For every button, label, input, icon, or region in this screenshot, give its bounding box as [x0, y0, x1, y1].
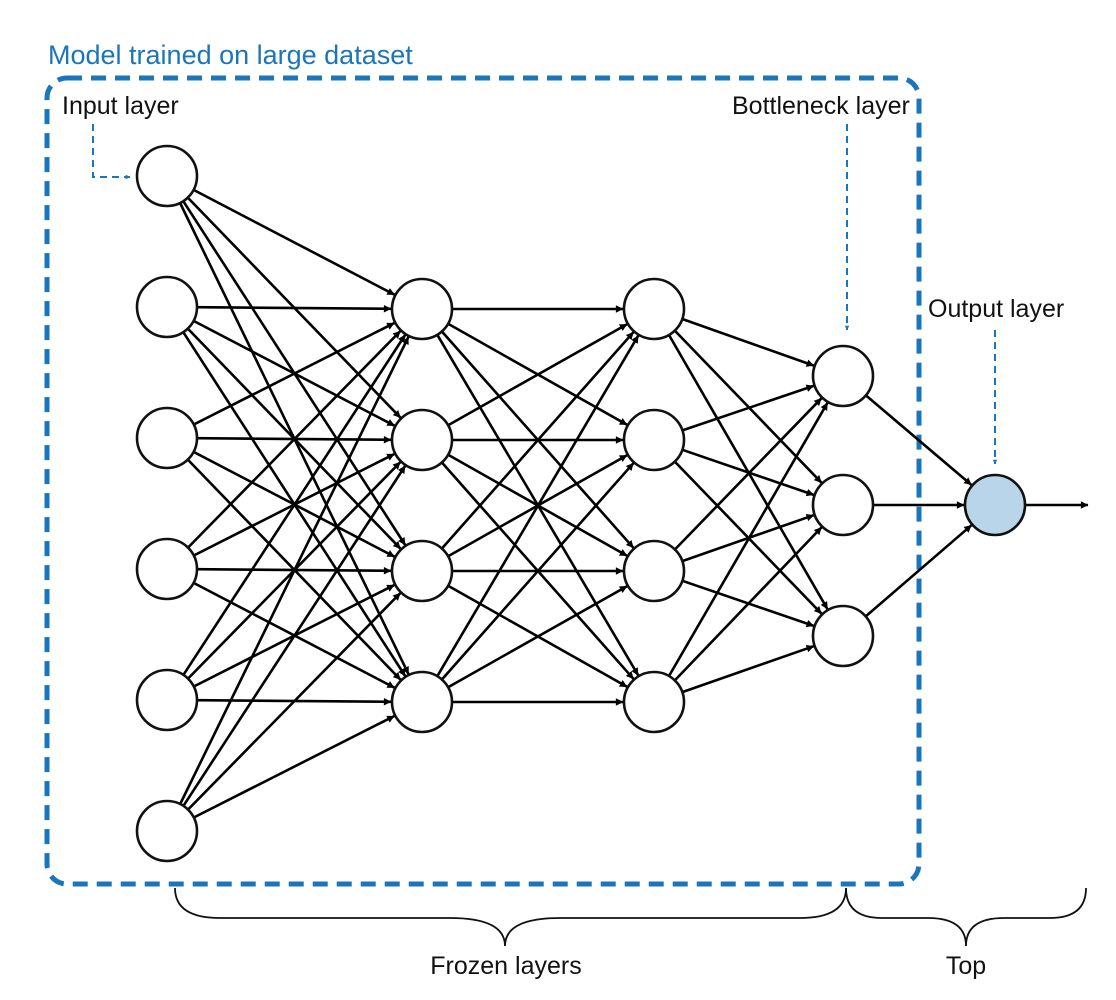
- connection-input-to-hidden-1: [179, 336, 410, 805]
- output-node: [963, 473, 1027, 537]
- input-node: [135, 144, 199, 208]
- input-node: [135, 799, 199, 863]
- frozen-layers-label: Frozen layers: [430, 952, 581, 980]
- connection-input-to-hidden-1: [193, 714, 395, 819]
- network-nodes: [135, 144, 1027, 863]
- frozen-layers-brace: [174, 887, 847, 947]
- connection-hidden-2-to-bottleneck: [673, 397, 823, 551]
- connection-hidden-2-to-bottleneck: [673, 526, 823, 682]
- connection-hidden-2-to-bottleneck: [673, 329, 823, 484]
- connection-input-to-hidden-1: [182, 465, 407, 807]
- connection-input-to-hidden-1: [193, 321, 395, 426]
- network-connections: [178, 188, 1089, 819]
- top-brace: [845, 887, 1087, 947]
- input-node: [135, 537, 199, 601]
- connection-input-to-hidden-1: [196, 304, 392, 313]
- bottleneck-node: [811, 604, 875, 668]
- bottleneck-layer-label: Bottleneck layer: [732, 92, 910, 120]
- input-layer-pointer: [92, 124, 131, 180]
- hidden-1-node: [390, 670, 454, 734]
- connection-hidden-1-to-hidden-2: [436, 335, 640, 677]
- hidden-2-node: [622, 670, 686, 734]
- connection-hidden-1-to-hidden-2: [440, 462, 635, 681]
- connection-hidden-2-to-bottleneck: [681, 384, 815, 432]
- bottleneck-node: [811, 473, 875, 537]
- connection-input-to-hidden-1: [187, 330, 402, 549]
- hidden-1-node: [390, 408, 454, 472]
- connection-bottleneck-to-output: [864, 524, 973, 618]
- hidden-1-node: [390, 539, 454, 603]
- connection-input-to-hidden-1: [187, 592, 402, 811]
- hidden-2-node: [622, 539, 686, 603]
- input-node: [135, 275, 199, 339]
- hidden-1-node: [390, 277, 454, 341]
- connection-hidden-2-to-bottleneck: [681, 317, 815, 367]
- hidden-2-node: [622, 408, 686, 472]
- output-layer-label: Output layer: [928, 295, 1064, 323]
- connection-hidden-1-to-hidden-2: [440, 331, 635, 550]
- hidden-2-node: [622, 277, 686, 341]
- diagram-title: Model trained on large dataset: [48, 40, 413, 70]
- connection-input-to-hidden-1: [182, 334, 407, 676]
- input-node: [135, 668, 199, 732]
- input-layer-label: Input layer: [62, 92, 179, 120]
- pretrained-model-box: [44, 75, 922, 887]
- input-node: [135, 406, 199, 470]
- connection-hidden-1-to-hidden-2: [447, 585, 628, 689]
- connection-bottleneck-to-output: [865, 394, 973, 486]
- connection-hidden-1-to-hidden-2: [447, 323, 628, 427]
- connection-hidden-2-to-bottleneck: [681, 644, 815, 694]
- connection-hidden-2-to-bottleneck: [667, 402, 829, 677]
- top-label: Top: [946, 952, 986, 980]
- bottleneck-node: [811, 344, 875, 408]
- connection-input-to-hidden-1: [192, 188, 396, 296]
